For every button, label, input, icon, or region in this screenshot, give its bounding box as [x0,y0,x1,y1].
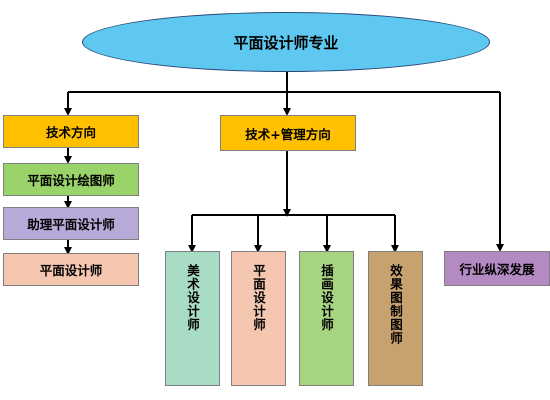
node-tech-step-1: 平面设计绘图师 [3,163,139,196]
node-tech-step-3-label: 平面设计师 [39,263,103,278]
root-label: 平面设计师专业 [233,33,339,52]
node-industry-depth: 行业纵深发展 [444,251,550,286]
node-tech-step-2: 助理平面设计师 [3,207,139,240]
node-child-1-label: 美术设计师 [185,264,200,332]
node-child-4-label: 效果图制图师 [388,264,403,345]
node-child-2: 平面设计师 [231,251,286,386]
root-node: 平面设计师专业 [82,12,490,72]
node-child-3-label: 插画设计师 [319,264,334,332]
node-child-4: 效果图制图师 [368,251,423,386]
node-tech-mgmt-direction: 技术+管理方向 [220,115,356,151]
node-tech-mgmt-direction-label: 技术+管理方向 [245,126,331,142]
node-industry-depth-label: 行业纵深发展 [459,262,535,277]
node-tech-step-2-label: 助理平面设计师 [27,217,115,232]
node-child-3: 插画设计师 [299,251,354,386]
node-child-2-label: 平面设计师 [251,264,266,332]
node-tech-step-1-label: 平面设计绘图师 [27,173,115,188]
node-tech-direction-label: 技术方向 [45,125,96,140]
node-child-1: 美术设计师 [165,251,220,386]
node-tech-step-3: 平面设计师 [3,253,139,286]
node-tech-direction: 技术方向 [3,115,139,148]
